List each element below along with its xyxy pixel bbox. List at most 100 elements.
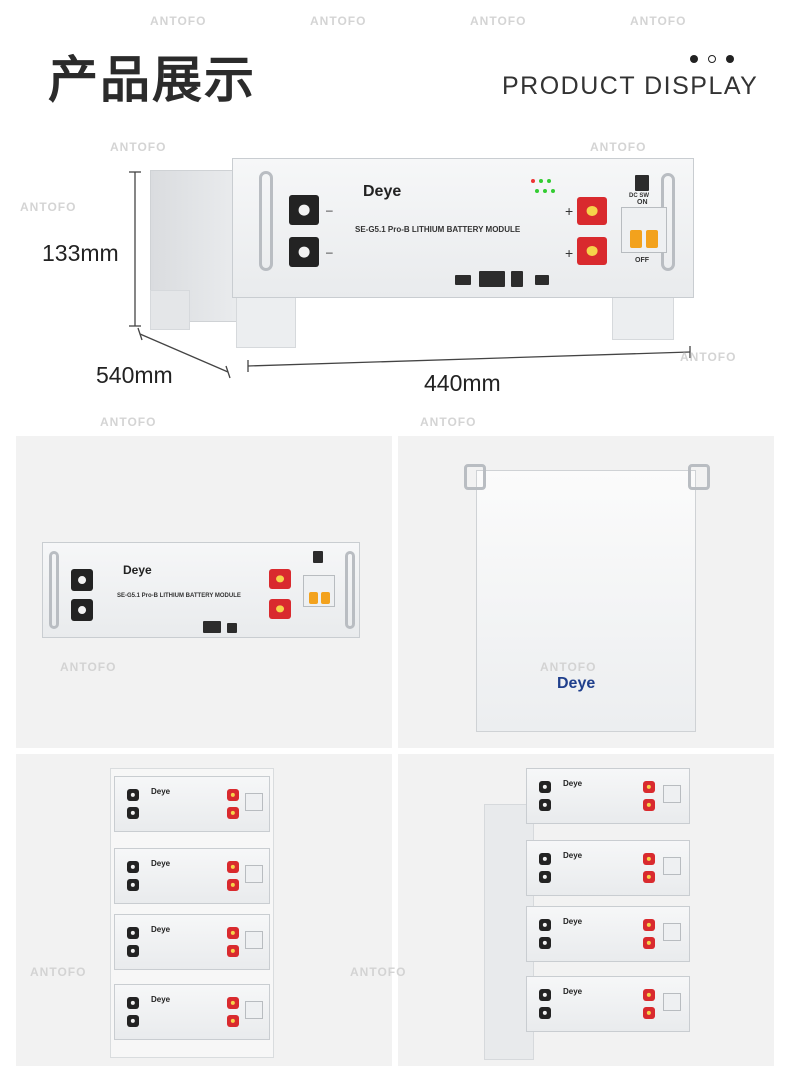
watermark: ANTOFO [110, 140, 167, 154]
watermark: ANTOFO [540, 660, 597, 674]
negative-terminal [127, 997, 139, 1009]
negative-terminal [539, 989, 551, 1001]
positive-terminal [227, 927, 239, 939]
page-subtitle: PRODUCT DISPLAY [502, 72, 759, 100]
positive-terminal [643, 799, 655, 811]
positive-terminal [269, 599, 291, 619]
led-icon [539, 179, 543, 183]
stacked-module: Deye [114, 914, 270, 970]
battery-module-front: Deye SE-G5.1 Pro-B LITHIUM BATTERY MODUL… [42, 542, 360, 638]
module-foot [150, 290, 190, 330]
rack-ear [688, 464, 710, 490]
minus-label: – [326, 203, 333, 217]
stacked-module: Deye [114, 984, 270, 1040]
negative-terminal [539, 781, 551, 793]
positive-terminal [643, 781, 655, 793]
negative-terminal [127, 861, 139, 873]
panel-rear-view: Deye [398, 436, 774, 748]
stacked-module: Deye [526, 906, 690, 962]
watermark: ANTOFO [470, 14, 527, 28]
stacked-module: Deye [114, 776, 270, 832]
negative-terminal [127, 945, 139, 957]
circuit-breaker [663, 923, 681, 941]
depth-dimension: 540mm [96, 362, 173, 388]
comm-port [203, 621, 221, 633]
circuit-breaker [663, 785, 681, 803]
comm-port [227, 623, 237, 633]
positive-terminal [643, 989, 655, 1001]
dc-switch [313, 551, 323, 563]
watermark: ANTOFO [60, 660, 117, 674]
width-dimension: 440mm [424, 370, 501, 396]
stacked-module: Deye [526, 976, 690, 1032]
brand-logo: Deye [151, 787, 171, 796]
led-icon [547, 179, 551, 183]
circuit-breaker [663, 993, 681, 1011]
negative-terminal [539, 871, 551, 883]
breaker-lever [646, 230, 658, 248]
negative-terminal [539, 1007, 551, 1019]
dimension-lines [129, 171, 691, 379]
watermark: ANTOFO [680, 350, 737, 364]
positive-terminal [643, 1007, 655, 1019]
dc-switch [635, 175, 649, 191]
negative-terminal [539, 937, 551, 949]
breaker-lever [321, 592, 330, 604]
watermark: ANTOFO [310, 14, 367, 28]
dot-hollow-icon [708, 54, 716, 63]
stack-frame-side [484, 804, 534, 1060]
breaker-lever [630, 230, 642, 248]
left-handle [49, 551, 59, 629]
breaker-lever [309, 592, 318, 604]
panel-stacked-left: Deye Deye Deye Deye [16, 754, 392, 1066]
plus-label: + [565, 245, 574, 261]
watermark: ANTOFO [420, 415, 477, 429]
circuit-breaker [245, 1001, 263, 1019]
circuit-breaker [303, 575, 335, 607]
positive-terminal [577, 197, 607, 225]
negative-terminal [127, 807, 139, 819]
circuit-breaker [245, 931, 263, 949]
positive-terminal [227, 1015, 239, 1027]
module-foot [236, 290, 296, 348]
negative-terminal [71, 569, 93, 591]
positive-terminal [227, 997, 239, 1009]
negative-terminal [539, 919, 551, 931]
watermark: ANTOFO [630, 14, 687, 28]
stacked-module: Deye [526, 768, 690, 824]
led-icon [535, 189, 539, 193]
module-foot [612, 290, 674, 340]
negative-terminal [127, 789, 139, 801]
left-handle [259, 171, 273, 271]
led-icon [531, 179, 535, 183]
height-dimension: 133mm [42, 240, 119, 266]
model-label: SE-G5.1 Pro-B LITHIUM BATTERY MODULE [117, 593, 241, 599]
negative-terminal [127, 1015, 139, 1027]
positive-terminal [227, 879, 239, 891]
comm-port [455, 275, 471, 285]
dot-icon [726, 55, 734, 63]
circuit-breaker [663, 857, 681, 875]
switch-label: DC SW [629, 193, 649, 199]
positive-terminal [227, 861, 239, 873]
positive-terminal [227, 807, 239, 819]
positive-terminal [643, 937, 655, 949]
positive-terminal [643, 919, 655, 931]
positive-terminal [227, 945, 239, 957]
watermark: ANTOFO [20, 200, 77, 214]
rack-ear [464, 464, 486, 490]
decorative-dots [690, 54, 734, 63]
watermark: ANTOFO [350, 965, 407, 979]
negative-terminal [289, 195, 319, 225]
page-title: 产品展示 [48, 51, 256, 109]
panel-front-view: Deye SE-G5.1 Pro-B LITHIUM BATTERY MODUL… [16, 436, 392, 748]
model-label: SE-G5.1 Pro-B LITHIUM BATTERY MODULE [355, 225, 521, 234]
battery-rear-casing: Deye [476, 470, 696, 732]
watermark: ANTOFO [30, 965, 87, 979]
brand-logo: Deye [151, 859, 171, 868]
watermark: ANTOFO [150, 14, 207, 28]
circuit-breaker [621, 207, 667, 253]
negative-terminal [127, 927, 139, 939]
led-icon [551, 189, 555, 193]
brand-logo: Deye [563, 917, 583, 926]
